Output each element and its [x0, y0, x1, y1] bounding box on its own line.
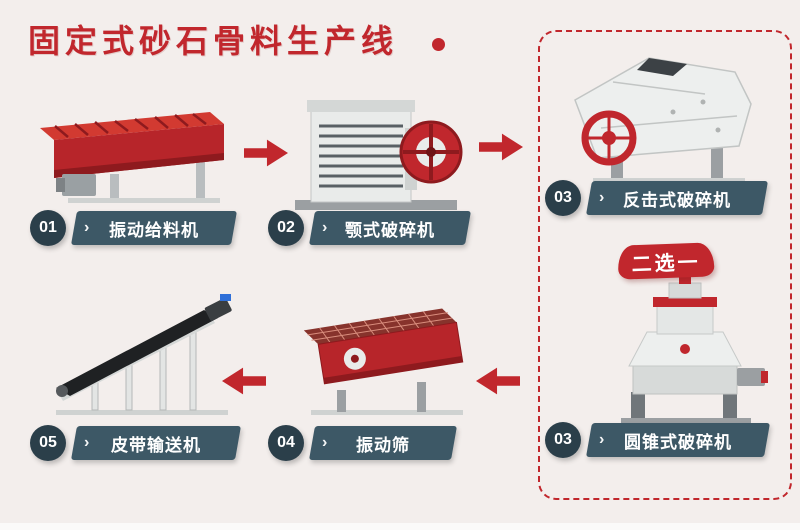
flow-arrow-left-icon [222, 367, 266, 395]
crusher-choice-dashed-box [538, 30, 792, 500]
choose-one-banner: 二选一 [617, 242, 715, 280]
step-label: 圆锥式破碎机 [624, 432, 732, 452]
step-number-badge: 02 [268, 210, 304, 246]
belt-conveyor-image [56, 294, 232, 415]
step-label: 颚式破碎机 [345, 220, 435, 240]
step-label: 反击式破碎机 [623, 190, 731, 210]
chevron-icon: › [322, 434, 329, 451]
chevron-icon: › [84, 219, 91, 236]
step-label: 振动筛 [356, 435, 410, 455]
step-label-ribbon-vibrating-screen: › 振动筛 [309, 426, 457, 460]
chevron-icon: › [599, 189, 606, 206]
page-title: 固定式砂石骨料生产线 [28, 23, 399, 59]
vibrating-feeder-image [40, 112, 224, 203]
jaw-crusher-image [295, 100, 463, 210]
vibrating-screen-image [303, 308, 464, 415]
step-number-badge: 03 [545, 180, 581, 216]
flow-arrow-right-icon [479, 133, 523, 161]
step-label-ribbon-jaw-crusher: › 颚式破碎机 [309, 211, 471, 245]
step-label-ribbon-belt-conveyor: › 皮带输送机 [71, 426, 241, 460]
step-label: 皮带输送机 [111, 435, 201, 455]
step-number-badge: 04 [268, 425, 304, 461]
chevron-icon: › [84, 434, 91, 451]
step-label: 振动给料机 [109, 220, 199, 240]
step-label-ribbon-cone-crusher: › 圆锥式破碎机 [586, 423, 770, 457]
step-label-ribbon-impact-crusher: › 反击式破碎机 [586, 181, 768, 215]
step-number-badge: 01 [30, 210, 66, 246]
step-number-badge: 05 [30, 425, 66, 461]
step-label-ribbon-vibrating-feeder: › 振动给料机 [71, 211, 237, 245]
chevron-icon: › [599, 431, 606, 448]
flow-arrow-right-icon [244, 139, 288, 167]
step-number-badge: 03 [545, 422, 581, 458]
flow-arrow-left-icon [476, 367, 520, 395]
cone-crusher-image [621, 275, 768, 424]
impact-crusher-image [574, 57, 752, 183]
title-dot [432, 38, 445, 51]
chevron-icon: › [322, 219, 329, 236]
